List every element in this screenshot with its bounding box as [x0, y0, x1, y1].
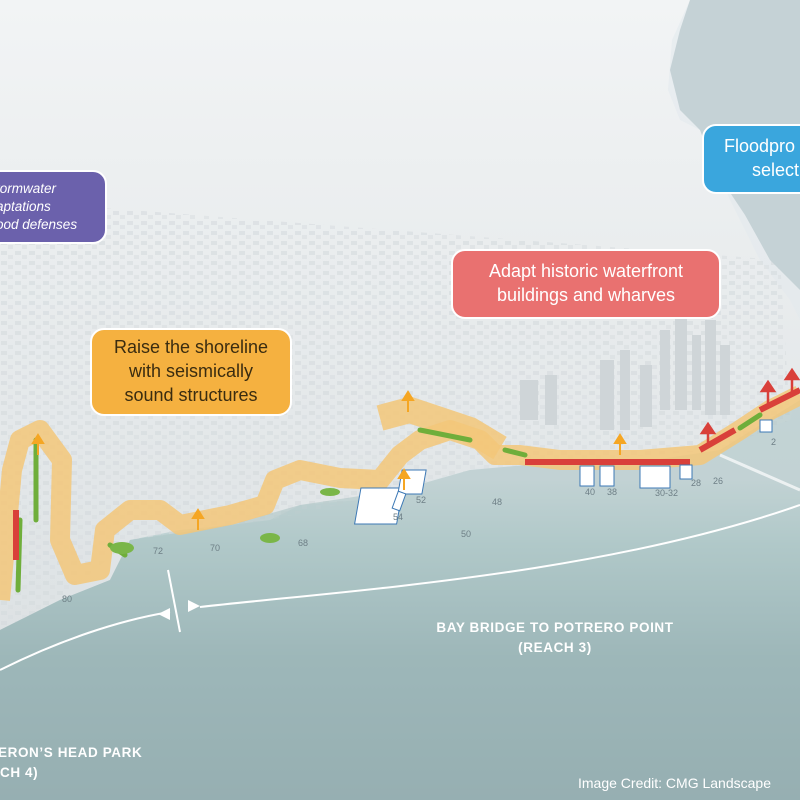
pier-label: 70: [210, 543, 221, 553]
pier-label: 80: [62, 594, 73, 604]
double-headed-arrow-icon: [158, 600, 200, 620]
near-shore-water: [0, 400, 800, 800]
stormwater-line-2: aptations: [0, 199, 51, 215]
reach-4-title: HERON’S HEAD PARK: [0, 745, 143, 760]
shoreline-line-2: with seismically: [128, 361, 254, 382]
pier-label: 30-32: [655, 488, 679, 498]
stormwater-line-3: ood defenses: [0, 216, 78, 232]
floodproof-line-1: Floodpro: [724, 136, 796, 157]
pier-label: 54: [393, 512, 404, 522]
bay-bridge: [719, 453, 800, 492]
shoreline-line-1: Raise the shoreline: [113, 337, 269, 358]
stormwater-callout: tormwater aptations ood defenses: [0, 170, 107, 244]
red-segments: [13, 387, 800, 560]
pier-label: 68: [298, 538, 309, 548]
reach-3-label: BAY BRIDGE TO POTRERO POINT (REACH 3): [405, 618, 705, 657]
reach-4-subtitle: CH 4): [0, 764, 39, 780]
adapt-callout: Adapt historic waterfront buildings and …: [451, 249, 721, 319]
pier-label: 38: [607, 487, 618, 497]
reach-3-title: BAY BRIDGE TO POTRERO POINT: [436, 620, 674, 635]
pier-label: 72: [153, 546, 164, 556]
shoreline-callout: Raise the shoreline with seismically sou…: [90, 328, 292, 416]
floodproof-line-2: select: [752, 160, 800, 180]
pier-label: 2: [771, 437, 777, 447]
reach-3-subtitle: (REACH 3): [518, 639, 592, 655]
pier-label: 40: [585, 487, 596, 497]
pier-label: 26: [713, 476, 724, 486]
downtown-buildings: [520, 310, 730, 430]
pier-label: 50: [461, 529, 472, 539]
stormwater-line-1: tormwater: [0, 181, 57, 197]
red-up-arrow-icon: [699, 367, 800, 446]
reach-4-label: HERON’S HEAD PARK CH 4): [0, 743, 170, 782]
shoreline-line-3: sound structures: [124, 384, 258, 405]
raised-shore-segment: [376, 396, 507, 460]
pier-label: 48: [492, 497, 503, 507]
adapt-line-1: Adapt historic waterfront: [488, 261, 684, 282]
pier-label: 52: [416, 495, 427, 505]
pier-label: 28: [691, 478, 702, 488]
adapt-line-2: buildings and wharves: [496, 285, 676, 305]
image-credit: Image Credit: CMG Landscape: [578, 775, 771, 791]
green-patches: [110, 488, 340, 554]
floodproof-callout: Floodpro select: [702, 124, 800, 194]
trail-arc: [0, 504, 800, 671]
up-arrow-icon: [31, 390, 627, 530]
reach-divider: [167, 569, 181, 633]
